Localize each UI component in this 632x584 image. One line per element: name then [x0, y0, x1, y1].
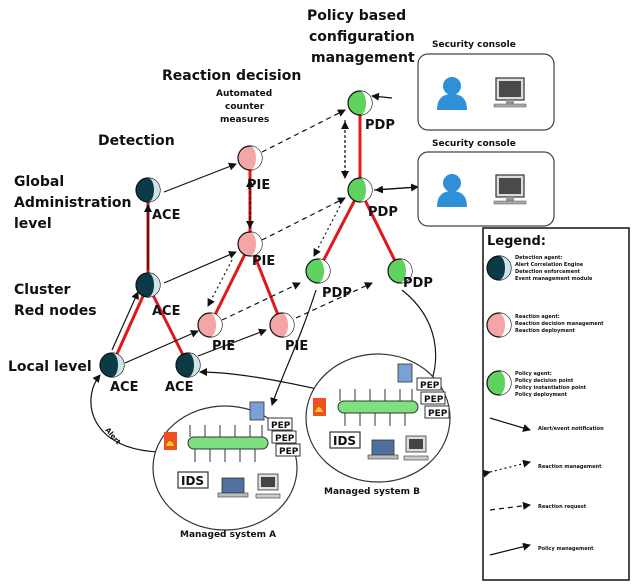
ids-box-b: [329, 431, 361, 449]
heading-global-1: Global: [14, 174, 64, 190]
pdp-label-top: PDP: [365, 118, 395, 133]
console-top[interactable]: [417, 53, 555, 131]
system-a-label: Managed system A: [180, 530, 276, 540]
legend-policy-0: Policy agent:: [515, 371, 552, 377]
heading-automated-3: measures: [220, 115, 269, 125]
legend-policy-1: Policy decision point: [515, 378, 574, 384]
heading-reaction: Reaction decision: [162, 68, 301, 84]
heading-global-2: Administration: [14, 195, 131, 211]
laptop-icon-b: [367, 439, 399, 460]
console-bottom-label: Security console: [432, 139, 516, 149]
legend-dotted-arrow: [482, 459, 531, 478]
pep-label-a3: PEP: [279, 447, 299, 457]
legend-solid-arrow: [489, 417, 531, 432]
pep-label-b1: PEP: [420, 381, 440, 391]
legend-reaction-icon: [486, 312, 512, 338]
legend-reaction-1: Reaction decision management: [515, 321, 604, 327]
heading-detection: Detection: [98, 133, 175, 149]
firewall-icon-a: [164, 432, 177, 450]
pie-label-left: PIE: [212, 339, 235, 354]
ace-label-cluster: ACE: [152, 304, 180, 319]
network-bus-a: [187, 436, 269, 450]
console-top-label: Security console: [432, 40, 516, 50]
alert-arrows: [90, 162, 331, 453]
legend-detection-2: Detection enforcement: [515, 269, 581, 275]
ace-node-local-2: [175, 352, 201, 378]
legend-policy-3: Policy deployment: [515, 392, 568, 398]
pep-stack-b: [416, 377, 450, 419]
pep-label-a1: PEP: [271, 421, 291, 431]
pep-stack-a: [267, 417, 301, 457]
pep-label-b2: PEP: [424, 395, 444, 405]
desktop-icon-a: [255, 473, 281, 499]
desktop-icon-b: [403, 435, 429, 461]
managed-system-a: [152, 401, 301, 531]
server-icon-b: [397, 363, 413, 383]
legend-reaction-0: Reaction agent:: [515, 314, 560, 320]
pie-node-middle: [237, 231, 263, 257]
heading-cluster-2: Red nodes: [14, 303, 97, 319]
reaction-management-arrows: [207, 120, 349, 307]
pie-label-top: PIE: [247, 178, 270, 193]
ace-label-local-2: ACE: [165, 380, 193, 395]
heading-policy-1: Policy based: [307, 8, 406, 24]
network-bus-b: [337, 400, 419, 414]
server-icon-a: [249, 401, 265, 421]
pie-node-right: [269, 312, 295, 338]
ace-label-local-1: ACE: [110, 380, 138, 395]
ids-box-a: [177, 471, 209, 489]
heading-policy-2: configuration: [309, 29, 415, 45]
ids-label-a: IDS: [181, 474, 204, 488]
pdp-node-left: [305, 258, 331, 284]
pie-label-right: PIE: [285, 339, 308, 354]
ids-label-b: IDS: [333, 434, 356, 448]
legend-policy-2: Policy instantiation point: [515, 385, 587, 391]
pdp-node-middle: [347, 177, 373, 203]
pdp-label-middle: PDP: [368, 205, 398, 220]
hierarchy-links: [110, 103, 402, 366]
pep-label-a2: PEP: [275, 434, 295, 444]
managed-system-b: [305, 353, 451, 483]
legend-detection-0: Detection agent:: [515, 255, 562, 261]
firewall-icon-b: [313, 398, 326, 416]
pdp-node-right: [387, 258, 413, 284]
pie-node-top: [237, 145, 263, 171]
ace-node-local-1: [99, 352, 125, 378]
legend-arrow-2: Reaction management: [538, 464, 602, 470]
ace-label-global: ACE: [152, 208, 180, 223]
legend-arrow-4: Policy management: [538, 546, 594, 552]
heading-local: Local level: [8, 359, 92, 375]
pdp-label-right: PDP: [403, 276, 433, 291]
console-bottom[interactable]: [417, 151, 555, 227]
legend-reaction-2: Reaction deployment: [515, 328, 576, 334]
legend-policy-arrow: [489, 542, 531, 556]
legend-dashed-arrow: [489, 501, 531, 511]
heading-policy-3: management: [311, 50, 415, 66]
legend-arrow-3: Reaction request: [538, 504, 587, 510]
ace-node-global: [135, 177, 161, 203]
legend-detection-3: Event management module: [515, 276, 593, 282]
legend-detection-icon: [486, 255, 512, 281]
system-b-label: Managed system B: [324, 487, 420, 497]
legend: Legend: Detection agent: Alert Correlati…: [482, 227, 630, 581]
legend-arrow-1: Alert/event notification: [538, 426, 604, 432]
legend-detection-1: Alert Correlation Engine: [515, 262, 584, 268]
heading-automated-2: counter: [225, 102, 265, 112]
ace-node-cluster: [135, 272, 161, 298]
pep-label-b3: PEP: [428, 409, 448, 419]
heading-global-3: level: [14, 216, 52, 232]
pdp-node-top: [347, 90, 373, 116]
laptop-icon-a: [217, 477, 249, 498]
pie-label-middle: PIE: [252, 254, 275, 269]
pdp-label-left: PDP: [322, 286, 352, 301]
pie-node-left: [197, 312, 223, 338]
heading-automated-1: Automated: [216, 89, 272, 99]
heading-cluster-1: Cluster: [14, 282, 71, 298]
legend-policy-icon: [486, 370, 512, 396]
legend-title: Legend:: [487, 234, 546, 249]
